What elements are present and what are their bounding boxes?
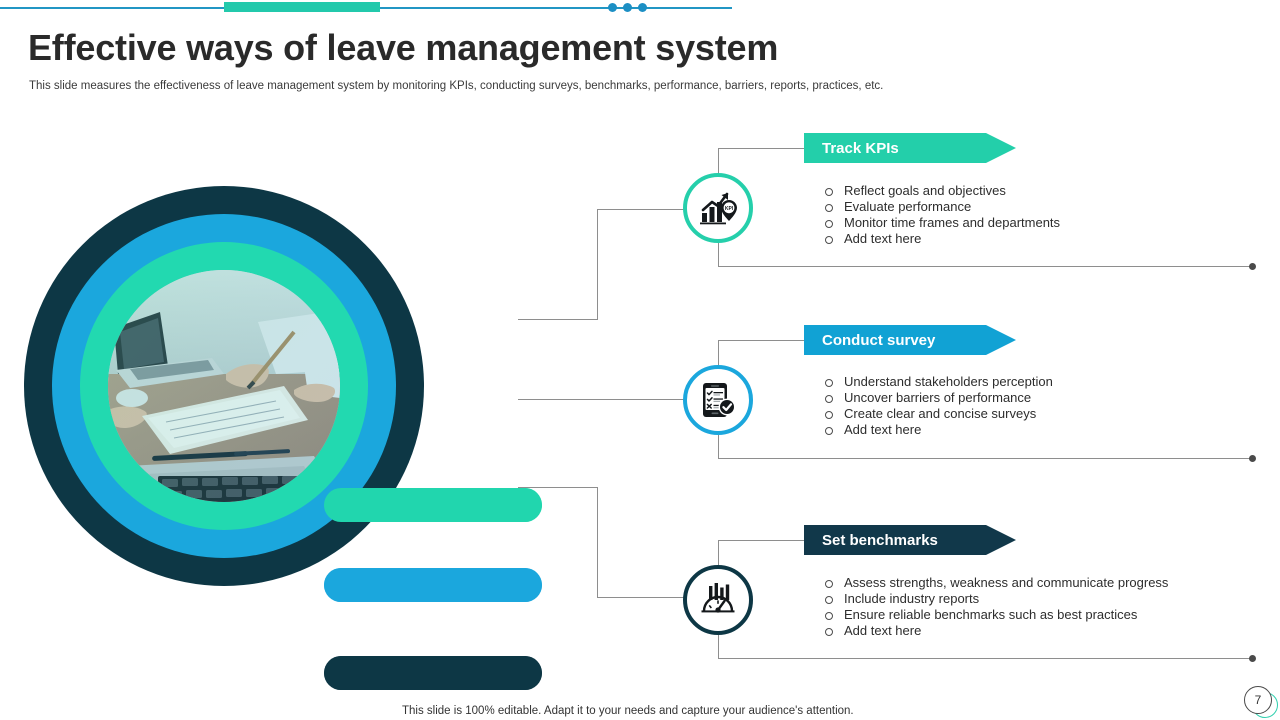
connector-line xyxy=(518,319,598,320)
connector-line xyxy=(718,632,719,658)
banner-conduct-survey[interactable]: Conduct survey xyxy=(804,325,1016,355)
list-item: Monitor time frames and departments xyxy=(820,215,1060,231)
footer-note: This slide is 100% editable. Adapt it to… xyxy=(402,705,854,717)
step-icon-circle-set-benchmarks[interactable] xyxy=(683,565,753,635)
survey-checklist-mobile-icon xyxy=(698,380,738,420)
connector-line xyxy=(518,487,598,488)
connector-line xyxy=(718,240,719,266)
line-end-dot xyxy=(1249,455,1256,462)
svg-text:KPI: KPI xyxy=(725,206,734,212)
benchmark-gauge-icon xyxy=(698,580,738,620)
page-number: 7 xyxy=(1244,686,1272,714)
connector-line xyxy=(718,540,719,568)
concentric-rings-graphic xyxy=(24,186,542,690)
center-photo xyxy=(108,270,340,502)
top-dots-decor xyxy=(608,3,648,13)
banner-track-kpis[interactable]: Track KPIs xyxy=(804,133,1016,163)
connector-pill-blue-top xyxy=(324,568,542,602)
dot-icon xyxy=(608,3,617,12)
connector-line xyxy=(718,148,719,176)
top-accent-bar xyxy=(224,2,380,12)
step-icon-circle-conduct-survey[interactable] xyxy=(683,365,753,435)
list-item: Add text here xyxy=(820,623,1168,639)
list-item: Ensure reliable benchmarks such as best … xyxy=(820,607,1168,623)
connector-line xyxy=(718,340,719,368)
connector-line xyxy=(718,540,808,541)
connector-pill-teal-top xyxy=(324,488,542,522)
bullet-list-conduct-survey: Understand stakeholders perception Uncov… xyxy=(820,374,1053,438)
connector-line xyxy=(597,597,685,598)
connector-line xyxy=(518,399,685,400)
page-title: Effective ways of leave management syste… xyxy=(28,27,779,68)
kpi-growth-chart-icon: KPI xyxy=(698,188,738,228)
connector-line xyxy=(718,658,1252,659)
bullet-list-track-kpis: Reflect goals and objectives Evaluate pe… xyxy=(820,183,1060,247)
top-decor-bar xyxy=(0,0,1280,18)
line-end-dot xyxy=(1249,263,1256,270)
connector-line xyxy=(597,487,598,598)
list-item: Understand stakeholders perception xyxy=(820,374,1053,390)
list-item: Assess strengths, weakness and communica… xyxy=(820,575,1168,591)
banner-set-benchmarks[interactable]: Set benchmarks xyxy=(804,525,1016,555)
list-item: Evaluate performance xyxy=(820,199,1060,215)
dot-icon xyxy=(638,3,647,12)
banner-label: Conduct survey xyxy=(822,331,936,349)
list-item: Add text here xyxy=(820,231,1060,247)
connector-line xyxy=(718,458,1252,459)
connector-line xyxy=(718,148,808,149)
connector-line xyxy=(718,432,719,458)
connector-line xyxy=(718,266,1252,267)
connector-pill-navy-top xyxy=(324,656,542,690)
list-item: Include industry reports xyxy=(820,591,1168,607)
list-item: Add text here xyxy=(820,422,1053,438)
connector-line xyxy=(718,340,808,341)
connector-line xyxy=(597,209,685,210)
connector-line xyxy=(597,209,598,320)
banner-label: Track KPIs xyxy=(822,139,899,157)
line-end-dot xyxy=(1249,655,1256,662)
list-item: Reflect goals and objectives xyxy=(820,183,1060,199)
list-item: Create clear and concise surveys xyxy=(820,406,1053,422)
bullet-list-set-benchmarks: Assess strengths, weakness and communica… xyxy=(820,575,1168,639)
page-number-badge: 7 xyxy=(1244,686,1278,720)
step-icon-circle-track-kpis[interactable]: KPI xyxy=(683,173,753,243)
list-item: Uncover barriers of performance xyxy=(820,390,1053,406)
page-subtitle: This slide measures the effectiveness of… xyxy=(29,80,884,92)
banner-label: Set benchmarks xyxy=(822,531,938,549)
dot-icon xyxy=(623,3,632,12)
